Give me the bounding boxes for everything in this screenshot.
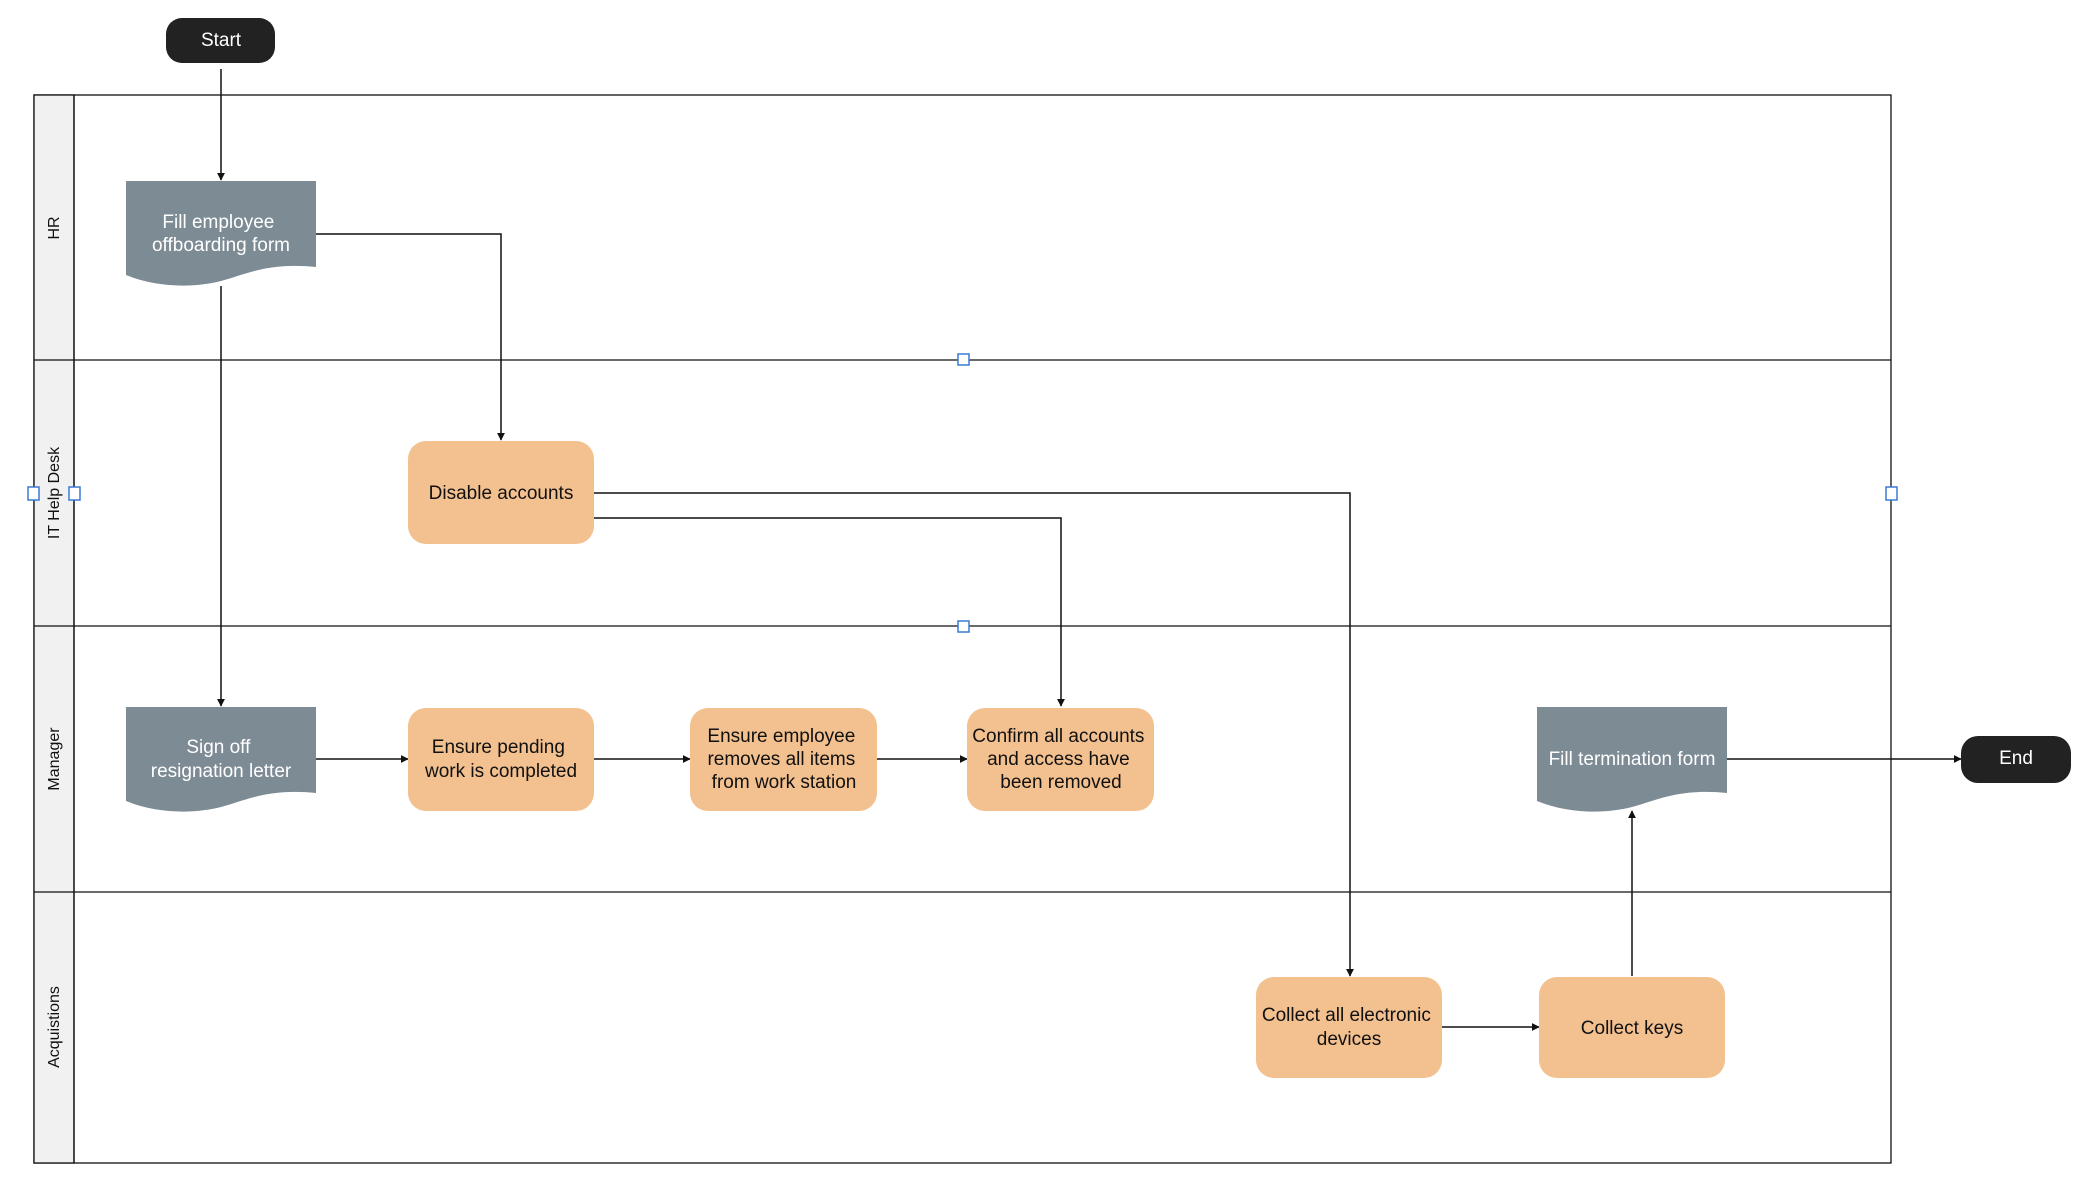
fill-offboarding-form-label: Fill employee offboarding form	[152, 212, 290, 256]
process-disable-accounts[interactable]: Disable accounts	[408, 441, 594, 544]
resize-handle[interactable]	[957, 353, 970, 366]
ensure-removes-label: Ensure employee removes all items from w…	[707, 726, 860, 793]
connector-disable-to-confirm[interactable]	[594, 517, 1065, 707]
lane-label-acquistions: Acquistions	[46, 986, 63, 1068]
ensure-pending-label: Ensure pending work is completed	[424, 737, 577, 782]
disable-accounts-label: Disable accounts	[429, 483, 574, 504]
process-collect-electronic-devices[interactable]: Collect all electronic devices	[1256, 977, 1442, 1078]
start-label: Start	[201, 30, 242, 51]
swimlane-pool	[33, 94, 1892, 1164]
sign-off-label: Sign off resignation letter	[151, 737, 292, 782]
resize-handle[interactable]	[1885, 486, 1898, 501]
connector-fill-form-to-disable[interactable]	[316, 233, 505, 441]
lane-label-it-help-desk: IT Help Desk	[46, 446, 63, 539]
collect-devices-label: Collect all electronic devices	[1262, 1005, 1436, 1050]
document-fill-offboarding-form[interactable]: Fill employee offboarding form	[126, 181, 316, 286]
document-fill-termination-form[interactable]: Fill termination form	[1537, 707, 1727, 812]
confirm-accounts-label: Confirm all accounts and access have bee…	[972, 726, 1149, 793]
process-confirm-accounts[interactable]: Confirm all accounts and access have bee…	[967, 708, 1154, 811]
connector-disable-to-collect-devices[interactable]	[594, 492, 1354, 977]
resize-handle[interactable]	[27, 486, 40, 501]
end-label: End	[1999, 748, 2033, 769]
selection-handles[interactable]	[27, 353, 1898, 633]
fill-termination-label: Fill termination form	[1549, 749, 1716, 770]
resize-handle[interactable]	[68, 486, 81, 501]
document-sign-off-resignation[interactable]: Sign off resignation letter	[126, 707, 316, 812]
process-ensure-removes-items[interactable]: Ensure employee removes all items from w…	[690, 708, 877, 811]
resize-handle[interactable]	[957, 620, 970, 633]
process-ensure-pending-work[interactable]: Ensure pending work is completed	[408, 708, 594, 811]
start-terminal[interactable]: Start	[166, 18, 275, 63]
process-collect-keys[interactable]: Collect keys	[1539, 977, 1725, 1078]
lane-label-hr: HR	[46, 216, 63, 239]
collect-keys-label: Collect keys	[1581, 1018, 1683, 1039]
connectors	[217, 69, 1962, 1031]
lane-label-manager: Manager	[46, 727, 63, 791]
end-terminal[interactable]: End	[1961, 736, 2071, 783]
